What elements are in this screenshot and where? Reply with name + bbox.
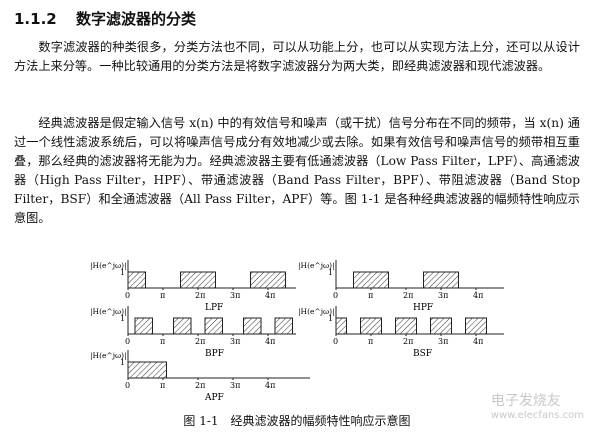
panel-name: HPF <box>413 303 433 313</box>
panel-name: LPF <box>205 303 223 313</box>
x-tick-label: 4π <box>473 337 483 346</box>
y-axis-label: |H(e^jω)| <box>90 261 127 270</box>
x-tick-label: 2π <box>195 337 205 346</box>
passband <box>353 271 389 289</box>
y-tick-label: 1 <box>328 268 333 277</box>
x-tick-label: 2π <box>195 381 205 390</box>
section-number: 1.1.2 <box>14 10 57 28</box>
x-tick-label: 2π <box>403 337 413 346</box>
watermark: 电子发烧友 www.elecfans.com <box>491 390 584 421</box>
passband <box>127 271 146 289</box>
x-tick-label: 4π <box>473 291 483 300</box>
paragraph-2: 经典滤波器是假定输入信号 x(n) 中的有效信号和噪声（或干扰）信号分布在不同的… <box>14 114 580 228</box>
figure-caption: 图 1-1 经典滤波器的幅频特性响应示意图 <box>183 414 411 428</box>
x-tick-label: 3π <box>230 381 240 390</box>
x-tick-label: 3π <box>438 337 448 346</box>
passband <box>360 317 382 335</box>
x-tick-label: 0 <box>125 381 130 390</box>
passband <box>465 317 487 335</box>
panel-name: BPF <box>205 349 224 359</box>
passband <box>335 317 347 335</box>
watermark-url: www.elecfans.com <box>490 410 584 421</box>
x-tick-label: 3π <box>230 337 240 346</box>
passband <box>395 317 417 335</box>
y-axis-label: |H(e^jω)| <box>90 351 127 360</box>
x-tick-label: 0 <box>333 337 338 346</box>
y-tick-label: 1 <box>328 314 333 323</box>
passband <box>430 317 452 335</box>
watermark-logo-text: 电子发烧友 <box>490 393 561 409</box>
x-tick-label: π <box>160 291 165 300</box>
y-axis-label: |H(e^jω)| <box>298 261 335 270</box>
x-tick-label: 2π <box>403 291 413 300</box>
x-tick-label: 3π <box>230 291 240 300</box>
x-tick-label: 3π <box>438 291 448 300</box>
x-tick-label: π <box>160 337 165 346</box>
panel-name: APF <box>204 393 224 403</box>
panel-name: BSF <box>413 349 432 359</box>
x-tick-label: π <box>368 291 373 300</box>
passband <box>250 271 286 289</box>
paragraph-text: 经典滤波器是假定输入信号 x(n) 中的有效信号和噪声（或干扰）信号分布在不同的… <box>14 116 580 225</box>
paragraph-1: 数字滤波器的种类很多，分类方法也不同，可以从功能上分，也可以从实现方法上分，还可… <box>14 38 580 76</box>
passband <box>173 317 192 335</box>
x-tick-label: 0 <box>125 291 130 300</box>
x-tick-label: π <box>160 381 165 390</box>
x-tick-label: 4π <box>265 291 275 300</box>
passband <box>204 317 223 335</box>
x-tick-label: 4π <box>265 381 275 390</box>
paragraph-text: 数字滤波器的种类很多，分类方法也不同，可以从功能上分，也可以从实现方法上分，还可… <box>14 40 580 73</box>
passband <box>423 271 459 289</box>
y-tick-label: 1 <box>120 358 125 367</box>
passband <box>243 317 262 335</box>
x-tick-label: 0 <box>125 337 130 346</box>
section-title: 数字滤波器的分类 <box>75 10 196 28</box>
passband <box>134 317 153 335</box>
y-tick-label: 1 <box>120 314 125 323</box>
y-tick-label: 1 <box>120 268 125 277</box>
section-heading: 1.1.2 数字滤波器的分类 <box>14 8 196 29</box>
passband <box>180 271 216 289</box>
passband <box>127 361 167 379</box>
x-tick-label: π <box>368 337 373 346</box>
passband <box>274 317 293 335</box>
x-tick-label: 4π <box>265 337 275 346</box>
x-tick-label: 0 <box>333 291 338 300</box>
y-axis-label: |H(e^jω)| <box>90 307 127 316</box>
x-tick-label: 2π <box>195 291 205 300</box>
y-axis-label: |H(e^jω)| <box>298 307 335 316</box>
